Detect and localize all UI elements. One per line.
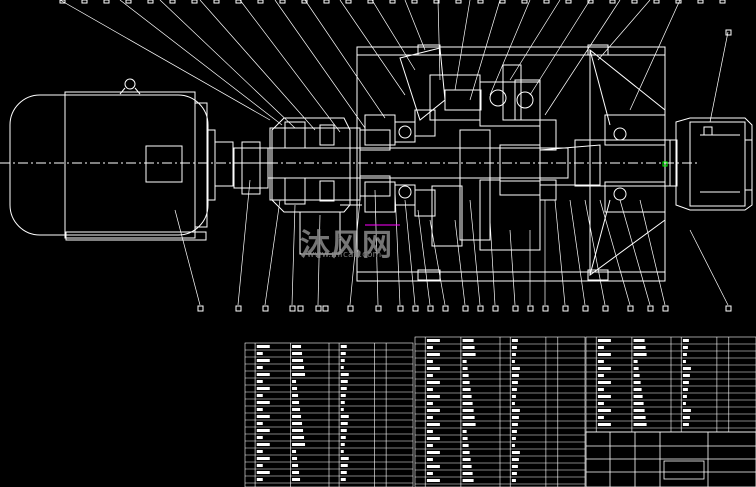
balloon-marker (455, 0, 462, 4)
balloon-marker (397, 305, 404, 312)
balloon-marker (345, 0, 352, 4)
balloon-marker (627, 305, 634, 312)
balloon-marker (492, 305, 499, 312)
balloon-marker (297, 305, 304, 312)
balloon-marker (521, 0, 528, 4)
balloon-marker (565, 0, 572, 4)
balloon-marker (462, 305, 469, 312)
part-balloons-bottom (197, 305, 732, 312)
output-shaft-assembly (574, 48, 671, 276)
balloon-marker (653, 0, 660, 4)
input-shaft-assembly (267, 117, 700, 255)
balloon-marker (433, 0, 440, 4)
balloon-marker (602, 305, 609, 312)
balloon-marker (542, 305, 549, 312)
balloon-marker (147, 0, 154, 4)
balloon-marker (647, 305, 654, 312)
balloon-marker (587, 0, 594, 4)
balloon-marker (662, 305, 669, 312)
balloon-marker (279, 0, 286, 4)
watermark-url: www.mfcad.com (307, 250, 382, 260)
title-block (585, 431, 756, 487)
balloon-marker (543, 0, 550, 4)
balloon-marker (103, 0, 110, 4)
balloon-marker (262, 305, 269, 312)
balloon-marker (367, 0, 374, 4)
balloon-marker (389, 0, 396, 4)
balloon-marker (169, 0, 176, 4)
balloon-marker (323, 0, 330, 4)
balloon-marker (477, 0, 484, 4)
balloon-marker (477, 305, 484, 312)
balloon-marker (197, 305, 204, 312)
balloon-marker (562, 305, 569, 312)
motor-coupling (233, 141, 270, 195)
balloon-marker (347, 305, 354, 312)
balloon-marker (375, 305, 382, 312)
balloon-marker (609, 0, 616, 4)
balloon-marker (725, 29, 732, 36)
balloon-marker (191, 0, 198, 4)
balloon-marker (631, 0, 638, 4)
output-end-unit (664, 117, 753, 211)
balloon-marker (322, 305, 329, 312)
leader-lines-bottom (174, 179, 729, 306)
green-marker (662, 161, 668, 167)
balloon-marker (719, 0, 726, 4)
balloon-marker (411, 0, 418, 4)
balloon-marker (213, 0, 220, 4)
balloon-marker (235, 305, 242, 312)
balloon-marker (499, 0, 506, 4)
gearbox-housing (356, 44, 666, 282)
leader-lines-top (59, 0, 729, 133)
balloon-marker (512, 305, 519, 312)
balloon-marker (235, 0, 242, 4)
balloon-marker (697, 0, 704, 4)
balloon-marker (527, 305, 534, 312)
balloon-marker (125, 0, 132, 4)
balloon-marker (412, 305, 419, 312)
balloon-marker (582, 305, 589, 312)
balloon-marker (675, 0, 682, 4)
part-balloons-top (59, 0, 732, 36)
balloon-marker (257, 0, 264, 4)
balloon-marker (442, 305, 449, 312)
balloon-marker (81, 0, 88, 4)
parts-list-table (244, 336, 756, 487)
balloon-marker (315, 305, 322, 312)
balloon-marker (301, 0, 308, 4)
balloon-marker (289, 305, 296, 312)
gear-train (364, 47, 601, 251)
balloon-marker (725, 305, 732, 312)
electric-motor (0, 78, 240, 241)
balloon-marker (59, 0, 66, 4)
balloon-marker (427, 305, 434, 312)
